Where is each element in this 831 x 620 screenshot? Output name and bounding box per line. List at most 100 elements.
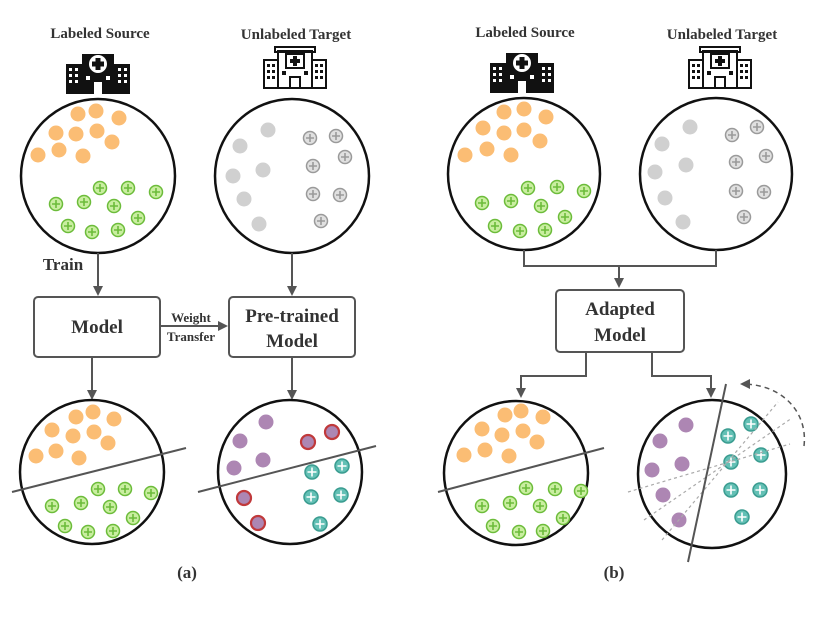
plus-glyph [336, 191, 344, 199]
plus-glyph [129, 514, 137, 522]
plus-glyph [337, 461, 347, 471]
source-point [51, 142, 67, 158]
source-point [474, 421, 490, 437]
target-domain-circle [638, 96, 794, 252]
source-point [529, 434, 545, 450]
target-class-a-point [644, 462, 660, 478]
source-result-circle [18, 398, 166, 546]
rotation-arrow [740, 379, 806, 447]
source-point [30, 147, 46, 163]
plus-glyph [94, 485, 102, 493]
source-point [501, 448, 517, 464]
caption-a: (a) [177, 563, 197, 582]
source-result-circle [442, 399, 590, 547]
plus-glyph [577, 487, 585, 495]
source-point [68, 409, 84, 425]
plus-glyph [516, 227, 524, 235]
plus-glyph [52, 200, 60, 208]
source-point [88, 103, 104, 119]
target-points [647, 119, 774, 230]
target-point [647, 164, 663, 180]
target-class-a-point [652, 433, 668, 449]
target-class-a-point [258, 414, 274, 430]
plus-glyph [728, 131, 736, 139]
hospital-outline-icon [263, 45, 327, 90]
plus-glyph [147, 489, 155, 497]
adapted-label-line2: Model [594, 325, 646, 346]
decision-boundary [437, 447, 605, 493]
plus-glyph [755, 485, 765, 495]
source-point [85, 404, 101, 420]
target-point [678, 157, 694, 173]
plus-glyph [121, 485, 129, 493]
plus-glyph [539, 527, 547, 535]
source-point [86, 424, 102, 440]
target-class-a-point [674, 456, 690, 472]
target-point [225, 168, 241, 184]
target-result-points [226, 414, 350, 532]
caption-b: (b) [604, 563, 625, 582]
plus-glyph [489, 522, 497, 530]
target-point [255, 162, 271, 178]
source-point [70, 106, 86, 122]
plus-glyph [307, 467, 317, 477]
plus-glyph [84, 528, 92, 536]
target-point [236, 191, 252, 207]
misclassified-point [235, 489, 253, 507]
source-point [503, 147, 519, 163]
source-point [75, 148, 91, 164]
plus-glyph [732, 187, 740, 195]
plus-glyph [515, 528, 523, 536]
target-result-circle [636, 398, 788, 550]
pretrained-label-line2: Model [266, 331, 318, 352]
adapted-model-box [555, 289, 685, 353]
target-points [225, 122, 353, 232]
plus-glyph [309, 190, 317, 198]
panel-a: Labeled Source Unlabeled Target Train Mo… [11, 26, 377, 582]
adapted-to-source-arrow [516, 352, 587, 398]
source-title-a: Labeled Source [50, 26, 150, 42]
source-points [457, 101, 592, 239]
plus-glyph [61, 522, 69, 530]
plus-glyph [332, 132, 340, 140]
misclassified-point [299, 433, 317, 451]
target-point [675, 214, 691, 230]
source-point [89, 123, 105, 139]
source-point [48, 125, 64, 141]
plus-glyph [551, 485, 559, 493]
plus-glyph [561, 213, 569, 221]
plus-glyph [580, 187, 588, 195]
plus-glyph [114, 226, 122, 234]
plus-glyph [536, 502, 544, 510]
plus-glyph [315, 519, 325, 529]
target-result-points [644, 416, 769, 528]
plus-glyph [341, 153, 349, 161]
source-point [515, 423, 531, 439]
weight-label: Weight [171, 310, 211, 325]
plus-glyph [522, 484, 530, 492]
model-label: Model [71, 317, 123, 338]
plus-glyph [80, 198, 88, 206]
target-class-a-point [255, 452, 271, 468]
target-point [654, 136, 670, 152]
plus-glyph [336, 490, 346, 500]
source-point [65, 428, 81, 444]
plus-glyph [152, 188, 160, 196]
source-point [106, 411, 122, 427]
target-point [682, 119, 698, 135]
plus-glyph [109, 527, 117, 535]
pretrained-label-line1: Pre-trained [245, 306, 339, 327]
plus-glyph [48, 502, 56, 510]
plus-glyph [740, 213, 748, 221]
misclassified-point [323, 423, 341, 441]
plus-glyph [306, 134, 314, 142]
source-point [516, 122, 532, 138]
source-point [456, 447, 472, 463]
plus-glyph [541, 226, 549, 234]
target-point [260, 122, 276, 138]
source-point [532, 133, 548, 149]
target-point [251, 216, 267, 232]
plus-glyph [88, 228, 96, 236]
source-point [496, 104, 512, 120]
plus-glyph [753, 123, 761, 131]
